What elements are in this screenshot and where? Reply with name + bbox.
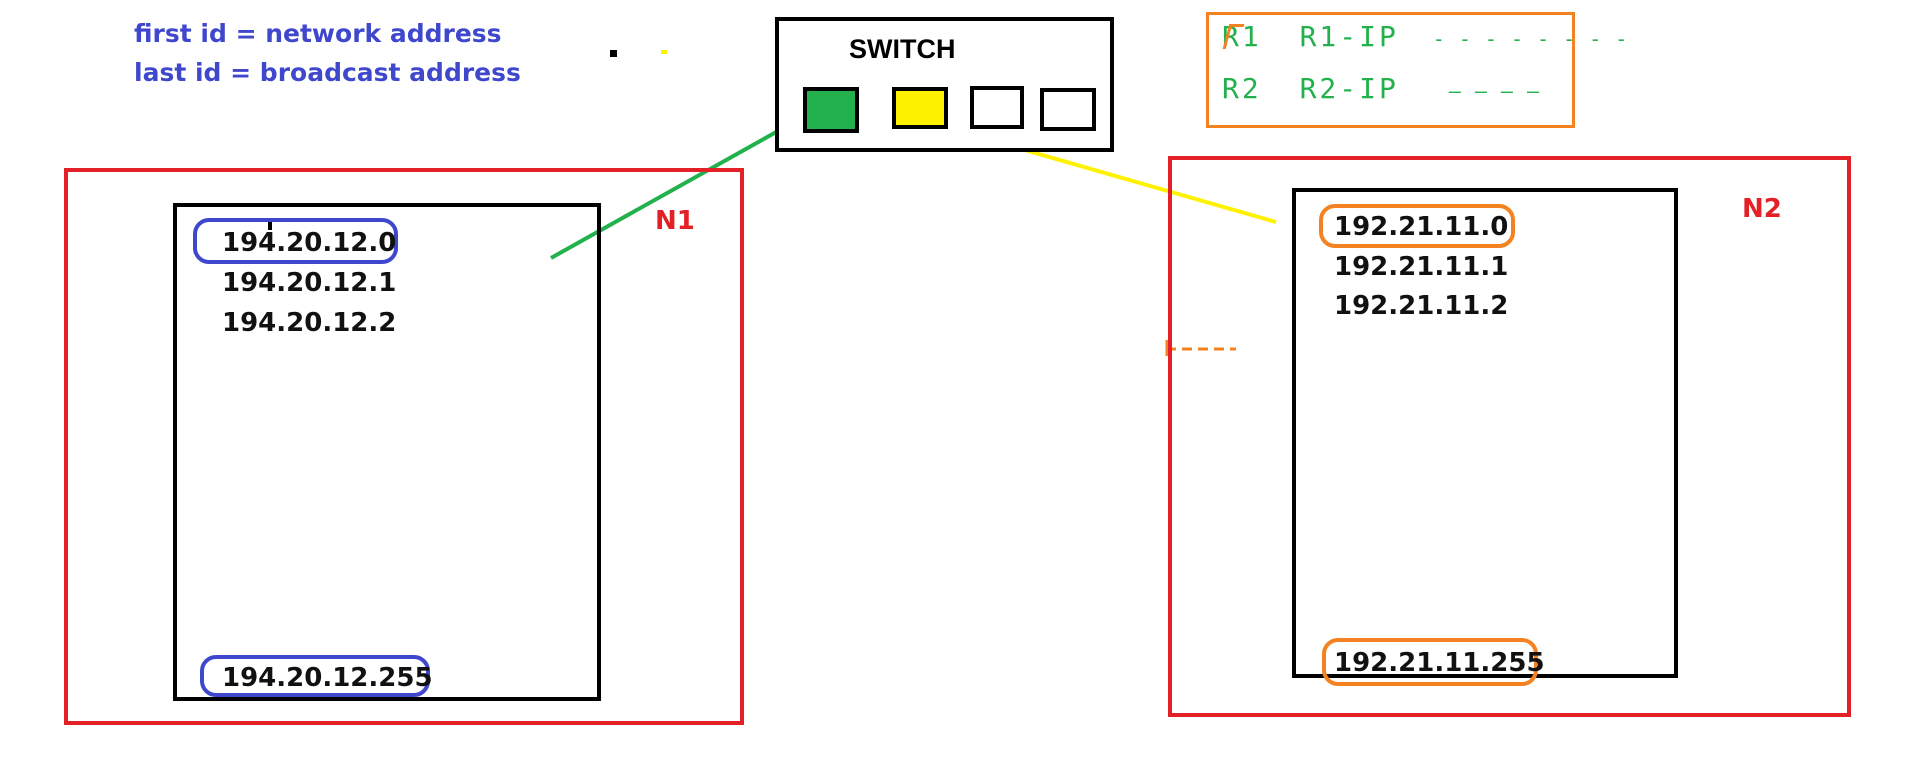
switch-port-2 (892, 87, 948, 129)
legend-dashes-r1: - - - - - - - - (1432, 27, 1629, 51)
legend-router-r2: R2 (1222, 72, 1262, 105)
broadcast-address-highlight-n1 (200, 655, 430, 697)
legend-ip-r2: R2-IP (1299, 72, 1399, 105)
switch-title: SWITCH (849, 34, 956, 64)
switch-port-4 (1040, 88, 1096, 131)
network-address-n2: 192.21.11.0 (1334, 212, 1509, 242)
legend-ip-r1: R1-IP (1299, 20, 1399, 53)
host-ip-n2: 192.21.11.2 (1334, 291, 1509, 321)
link-n1-switch (550, 110, 813, 260)
network-address-n1: 194.20.12.0 (222, 228, 397, 258)
broadcast-address-n2: 192.21.11.255 (1334, 648, 1545, 678)
host-ip-n1: 194.20.12.1 (222, 268, 397, 298)
pool-tick-n1 (268, 219, 272, 230)
switch-port-3 (970, 86, 1024, 129)
host-ip-n2: 192.21.11.1 (1334, 252, 1509, 282)
router-legend (1206, 12, 1575, 128)
network-address-highlight-n2 (1319, 204, 1515, 248)
network-address-highlight-n1 (193, 218, 398, 264)
ip-pool-n2 (1292, 188, 1678, 678)
legend-router-r1: R1 (1222, 20, 1262, 53)
stray-dot-yellow (661, 50, 667, 54)
broadcast-address-highlight-n2 (1322, 638, 1538, 686)
legend-row-r2: R2 R2-IP — — — — (1222, 72, 1540, 105)
note-network-address: first id = network address (134, 19, 502, 48)
broadcast-address-n1: 194.20.12.255 (222, 663, 433, 693)
host-ip-n1: 194.20.12.2 (222, 308, 397, 338)
switch-port-1 (803, 87, 859, 133)
note-broadcast-address: last id = broadcast address (134, 58, 521, 87)
network-n2 (1168, 156, 1851, 717)
network-label-n1: N1 (655, 206, 695, 236)
network-label-n2: N2 (1742, 194, 1782, 224)
network-n1 (64, 168, 744, 725)
legend-dashes-r2: — — — — (1448, 79, 1541, 103)
ip-pool-n1 (173, 203, 601, 701)
legend-row-r1: R1 R1-IP - - - - - - - - (1222, 20, 1628, 53)
stray-dot-black (610, 50, 617, 57)
notes: first id = network address last id = bro… (134, 14, 521, 92)
